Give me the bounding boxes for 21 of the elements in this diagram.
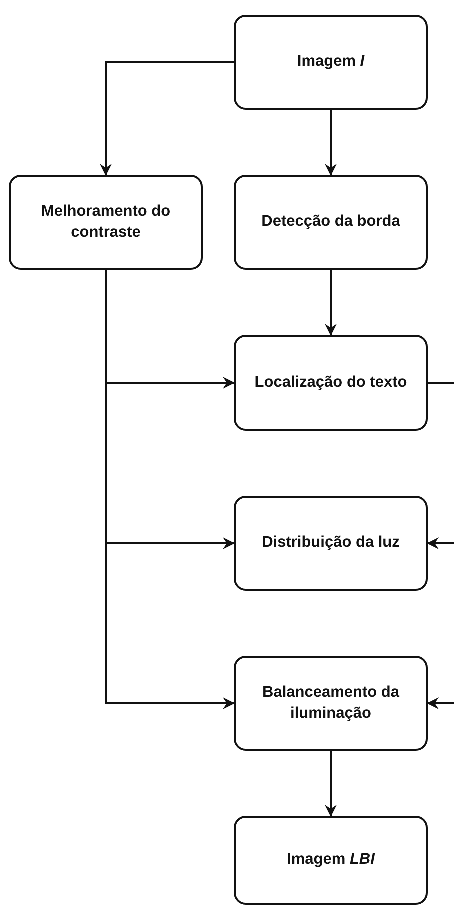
arrow xyxy=(427,538,454,550)
box-label: Distribuição da luz xyxy=(262,533,400,554)
box-label: Balanceamento da iluminação xyxy=(262,683,401,724)
process-box xyxy=(234,335,428,431)
process-box xyxy=(234,656,428,751)
arrow xyxy=(100,62,234,176)
arrow xyxy=(325,751,337,817)
process-box xyxy=(9,175,203,270)
process-box xyxy=(234,816,428,905)
process-box xyxy=(234,175,428,270)
box-label: Localização do texto xyxy=(254,372,408,393)
arrow xyxy=(325,270,337,336)
arrow xyxy=(325,110,337,176)
connector-line xyxy=(428,382,454,384)
box-label: Imagem LBI xyxy=(287,850,375,870)
box-label: Melhoramento do contraste xyxy=(40,202,172,242)
process-box xyxy=(234,15,428,110)
box-label: Detecção da borda xyxy=(262,212,400,232)
box-label: Imagem I xyxy=(297,52,365,72)
arrow xyxy=(427,698,454,710)
process-box xyxy=(234,496,428,591)
